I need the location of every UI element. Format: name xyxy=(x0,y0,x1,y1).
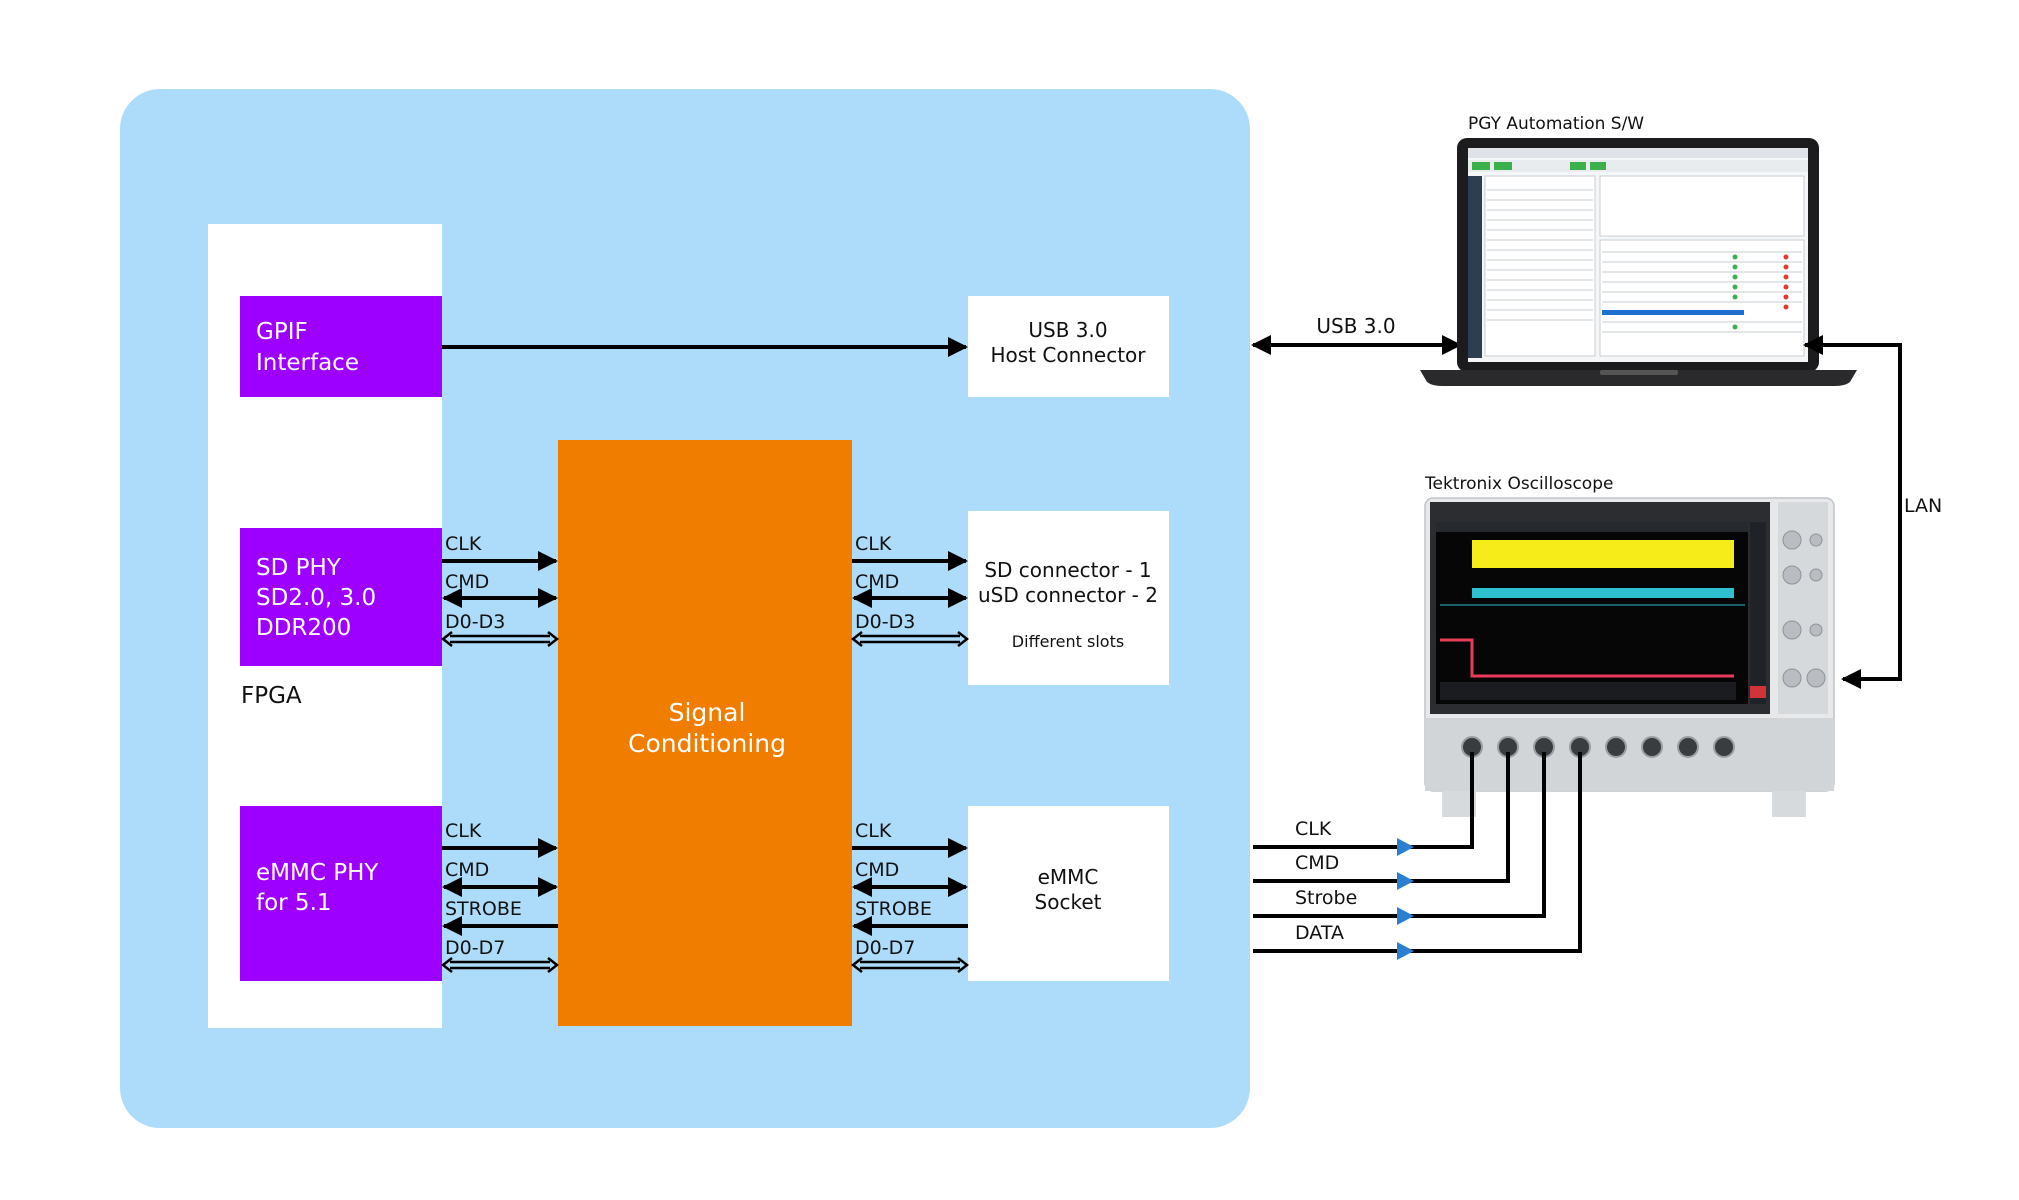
emmc-signals-left: CLK CMD STROBE D0-D7 xyxy=(440,820,560,973)
tektronix-oscilloscope: Tektronix Oscilloscope xyxy=(1424,474,1835,817)
scope-trace-red xyxy=(1440,638,1734,678)
fpga-label: FPGA xyxy=(241,683,302,709)
gpif-interface-block xyxy=(240,296,442,397)
sd-signal-label-right-1: CMD xyxy=(855,571,899,593)
emmc-data-right-bus xyxy=(850,957,970,973)
probe-label-data: DATA xyxy=(1295,922,1344,944)
sd-connector-label-1: SD connector - 1 xyxy=(984,558,1151,582)
emmc-socket-block xyxy=(968,806,1169,981)
sd-signal-label-right-2: D0-D3 xyxy=(855,611,915,633)
emmc-signal-label-right-0: CLK xyxy=(855,820,892,842)
sd-signal-label-left-0: CLK xyxy=(445,533,482,555)
laptop-title: PGY Automation S/W xyxy=(1468,114,1644,134)
usb-connector-label-2: Host Connector xyxy=(990,343,1146,367)
gpif-label-1: GPIF xyxy=(256,319,308,345)
sd-signal-label-right-0: CLK xyxy=(855,533,892,555)
sd-connector-label-2: uSD connector - 2 xyxy=(978,583,1158,607)
sd-phy-label-1: SD PHY xyxy=(256,555,342,581)
sd-phy-label-3: DDR200 xyxy=(256,615,351,641)
scope-trace-yellow xyxy=(1472,540,1734,568)
sd-phy-block xyxy=(240,528,442,666)
sd-data-left-bus xyxy=(440,631,560,647)
laptop-base xyxy=(1420,370,1857,386)
emmc-signal-label-left-0: CLK xyxy=(445,820,482,842)
emmc-phy-label-1: eMMC PHY xyxy=(256,860,379,886)
probe-label-strobe: Strobe xyxy=(1295,887,1357,909)
laptop-pgy-automation: PGY Automation S/W xyxy=(1420,114,1857,386)
emmc-socket-label-1: eMMC xyxy=(1038,865,1099,889)
emmc-signal-label-right-3: D0-D7 xyxy=(855,937,915,959)
sd-signal-label-left-2: D0-D3 xyxy=(445,611,505,633)
signal-conditioning-block xyxy=(558,440,852,1026)
emmc-signal-label-left-2: STROBE xyxy=(445,898,522,920)
probe-arrowheads xyxy=(1397,838,1414,960)
probe-label-clk: CLK xyxy=(1295,818,1332,840)
probe-label-cmd: CMD xyxy=(1295,852,1339,874)
signal-conditioning-label-2: Conditioning xyxy=(628,729,786,758)
usb-host-connector-block xyxy=(968,296,1169,397)
signal-conditioning-label-1: Signal xyxy=(669,698,746,727)
emmc-data-left-bus xyxy=(440,957,560,973)
sd-data-right-bus xyxy=(850,631,970,647)
emmc-signal-label-left-1: CMD xyxy=(445,859,489,881)
usb-connector-label-1: USB 3.0 xyxy=(1028,318,1107,342)
emmc-phy-label-2: for 5.1 xyxy=(256,890,332,916)
emmc-socket-label-2: Socket xyxy=(1035,890,1102,914)
sd-connector-block xyxy=(968,511,1169,685)
usb-link-label: USB 3.0 xyxy=(1316,314,1395,338)
sd-signal-label-left-1: CMD xyxy=(445,571,489,593)
scope-title: Tektronix Oscilloscope xyxy=(1424,474,1613,494)
sd-signals-left: CLK CMD D0-D3 xyxy=(440,533,560,647)
probe-cables xyxy=(1253,752,1582,953)
emmc-signal-label-right-1: CMD xyxy=(855,859,899,881)
emmc-signal-label-left-3: D0-D7 xyxy=(445,937,505,959)
emmc-signal-label-right-2: STROBE xyxy=(855,898,932,920)
lan-link-line xyxy=(1808,343,1902,681)
sd-signals-right: CLK CMD D0-D3 xyxy=(850,533,970,647)
emmc-signals-right: CLK CMD STROBE D0-D7 xyxy=(850,820,970,973)
gpif-label-2: Interface xyxy=(256,350,359,376)
emmc-phy-block xyxy=(240,806,442,981)
scope-trace-cyan xyxy=(1472,588,1734,598)
lan-link-label: LAN xyxy=(1904,495,1942,517)
sd-connector-label-3: Different slots xyxy=(1012,632,1124,651)
sd-phy-label-2: SD2.0, 3.0 xyxy=(256,585,376,611)
